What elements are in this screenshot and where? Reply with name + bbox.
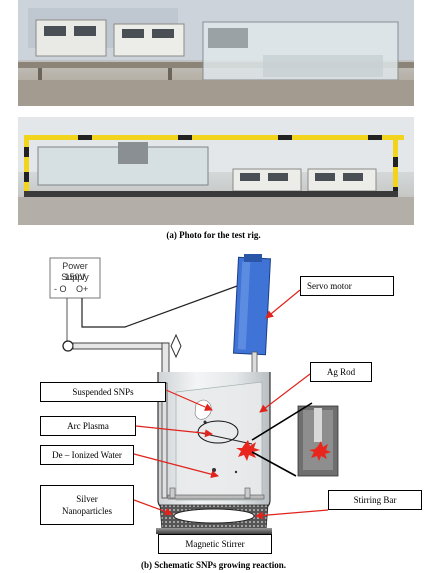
label-silver-nanoparticles: Silver Nanoparticles [40, 485, 134, 525]
label-deionized-water: De – Ionized Water [40, 445, 134, 465]
terminal-minus: - O [54, 284, 67, 294]
label-arc-plasma: Arc Plasma [40, 416, 136, 436]
power-supply-title: Power Supply [61, 261, 89, 282]
test-rig-photo-top [18, 0, 414, 106]
caption-schematic: (b) Schematic SNPs growing reaction. [141, 560, 286, 570]
label-ag-rod: Ag Rod [310, 362, 372, 382]
power-supply-box [49, 257, 101, 299]
label-silver-line2: Nanoparticles [62, 506, 112, 516]
terminal-plus: O+ [76, 284, 89, 294]
label-servo-motor: Servo motor [300, 276, 394, 296]
label-suspended-snps: Suspended SNPs [40, 382, 166, 402]
servo-motor [232, 254, 272, 356]
power-supply-voltage: 150V [64, 272, 86, 282]
caption-photo: (a) Photo for the test rig. [166, 230, 261, 240]
label-stirring-bar: Stirring Bar [328, 490, 422, 510]
spark-inset-photo [297, 405, 339, 477]
label-silver-line1: Silver [76, 494, 98, 504]
test-rig-photo-bottom [18, 117, 414, 225]
label-magnetic-stirrer: Magnetic Stirrer [158, 534, 272, 554]
